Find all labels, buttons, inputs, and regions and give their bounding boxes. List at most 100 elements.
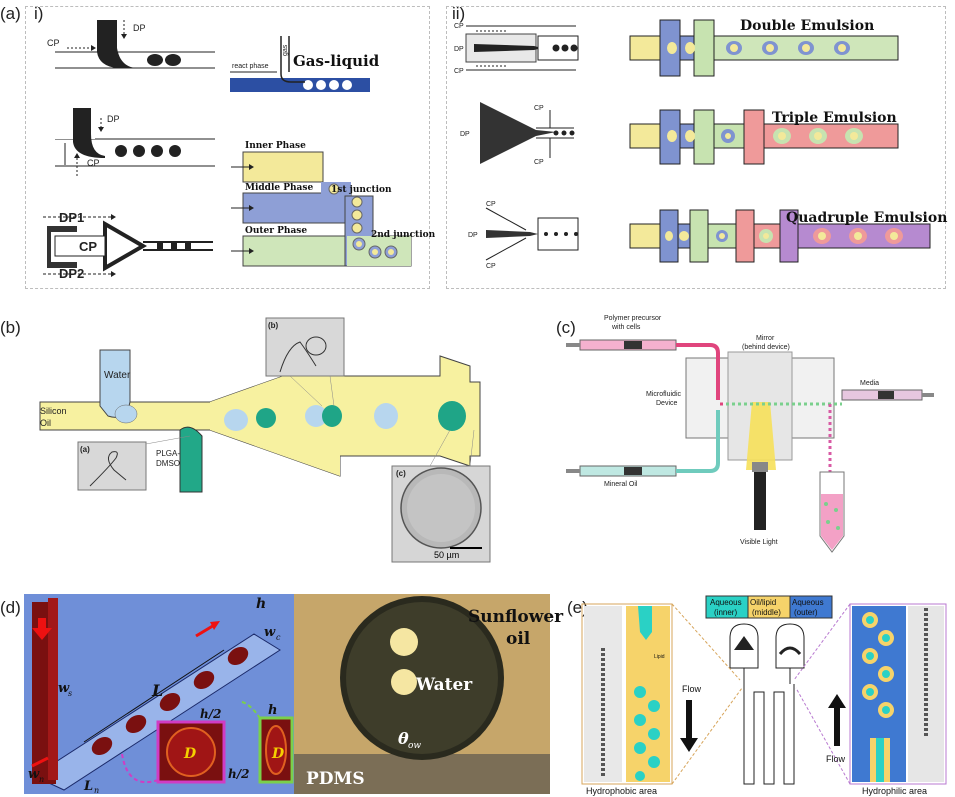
oil-lipid-label-2: (middle) [752,608,781,617]
water-label-d: Water [415,675,473,695]
quadruple-emulsion-title: Quadruple Emulsion [786,210,947,226]
flow-focusing-diagram: DP1 CP DP2 [43,210,213,281]
inset-a-label: (a) [80,445,90,454]
D-label-2: D [271,746,285,762]
panel-d-drawing: L h w c w s h/2 h D D h/2 w n L n Sunflo… [24,594,564,795]
quadruple-emulsion-channel: Quadruple Emulsion [629,209,947,263]
panel-c-label: (c) [556,318,576,337]
gas-liquid-title: Gas-liquid [293,52,380,70]
mirror-label-1: Mirror [756,335,775,342]
oil-label: Oil [40,418,51,428]
device-label-1: Microfluidic [646,391,682,398]
D-label-1: D [183,746,197,762]
flow-right-label: Flow [826,754,846,764]
inner-phase-label: Inner Phase [245,141,306,151]
cp-ii-2a: CP [534,105,544,112]
visible-light-label: Visible Light [740,539,778,546]
ws-sub: s [68,689,72,698]
wn-sub: n [39,775,44,784]
panel-a-ii-drawing: CP DP CP DP CP CP CP DP CP [454,18,947,270]
first-junction-label: 1st junction [331,185,392,195]
mineral-oil-label: Mineral Oil [604,481,638,488]
h2-label-1: h/2 [200,707,221,721]
inset-c-label: (c) [396,469,406,478]
device-label-2: Device [656,400,678,407]
panel-a-i-label: i) [34,4,44,23]
plga-label: PLGA- [156,449,180,458]
hydrophobic-label: Hydrophobic area [586,786,657,796]
panel-a-label: (a) [0,4,21,23]
panel-a-i-frame [25,6,430,289]
media-label: Media [860,380,879,387]
cp-ii-1a: CP [454,23,464,30]
wn-label: w [28,767,40,782]
cp-ii-2b: CP [534,159,544,166]
silicon-label: Silicon [40,406,67,416]
capillary-diagram-3: CP DP CP [468,201,579,270]
h-label-2: h [268,703,277,718]
react-phase-label: react phase [232,63,269,70]
h2-label-2: h/2 [228,767,249,781]
panel-a-i-drawing: DP CP DP CP DP1 CP DP2 [43,20,436,281]
double-emulsion-channel: Double Emulsion [629,18,899,77]
cp-ii-1b: CP [454,68,464,75]
Ln-label: L [83,779,93,794]
double-junction-diagram: Inner Phase Middle Phase Outer Phase 1st… [231,141,436,267]
double-emulsion-title: Double Emulsion [740,18,874,34]
cp-label-1: CP [47,38,60,48]
gas-liquid-diagram: react phase gas Gas-liquid [230,36,380,92]
hydrophilic-label: Hydrophilic area [862,786,927,796]
panel-a-ii-frame [446,6,946,289]
dp-ii-1: DP [454,46,464,53]
second-junction-label: 2nd junction [371,230,436,240]
dmso-label: DMSO [156,459,180,468]
lipid-label: Lipid [654,654,665,660]
panel-a-ii-label: ii) [452,4,466,23]
coflow-diagram: DP CP [55,104,215,176]
pdms-label: PDMS [306,769,365,789]
dp-ii-3: DP [468,232,478,239]
capillary-diagram-1: CP DP CP [454,23,579,75]
theta-label: θ [398,729,409,748]
h-label: h [256,596,266,612]
polymer-label-2: with cells [611,324,641,331]
aqueous-outer-label-1: Aqueous [792,598,824,607]
theta-sub: ow [408,741,421,751]
dp2-label: DP2 [59,266,84,281]
panel-e-drawing: Aqueous (inner) Oil/lipid (middle) Aqueo… [581,595,947,796]
capillary-diagram-2: DP CP CP [460,102,575,166]
cp-ii-3b: CP [486,263,496,270]
cp-label-2: CP [87,158,100,168]
scale-label: 50 µm [434,550,459,560]
panel-c-drawing: Polymer precursor with cells Mirror (beh… [566,315,934,553]
dp-label-2: DP [107,114,120,124]
wc-label: w [264,625,276,640]
wc-sub: c [276,633,281,642]
polymer-label-1: Polymer precursor [604,315,662,322]
triple-emulsion-title: Triple Emulsion [772,110,897,126]
dp-label-1: DP [133,23,146,33]
dp1-label: DP1 [59,210,84,225]
panel-d-label: (d) [0,598,21,617]
aqueous-inner-label-2: (inner) [714,608,737,617]
oil-lipid-label-1: Oil/lipid [750,598,776,607]
cp-ii-3a: CP [486,201,496,208]
oil-label-d: oil [506,629,531,649]
aqueous-outer-label-2: (outer) [794,608,818,617]
middle-phase-label: Middle Phase [245,183,313,193]
flow-left-label: Flow [682,684,702,694]
t-junction-diagram: DP CP [47,20,215,69]
cp-label-3: CP [79,239,97,254]
panel-b-label: (b) [0,318,21,337]
water-label: Water [104,370,131,381]
Ln-sub: n [94,786,99,795]
ws-label: w [58,681,70,696]
panel-e-label: (e) [567,598,588,617]
triple-emulsion-channel: Triple Emulsion [629,109,899,165]
aqueous-inner-label-1: Aqueous [710,598,742,607]
outer-phase-label: Outer Phase [245,226,307,236]
mirror-label-2: (behind device) [742,344,790,351]
L-label: L [151,681,163,700]
panel-b-drawing: Water Silicon Oil PLGA- DMSO (a) (b) (c)… [39,317,491,563]
gas-label: gas [282,44,289,56]
